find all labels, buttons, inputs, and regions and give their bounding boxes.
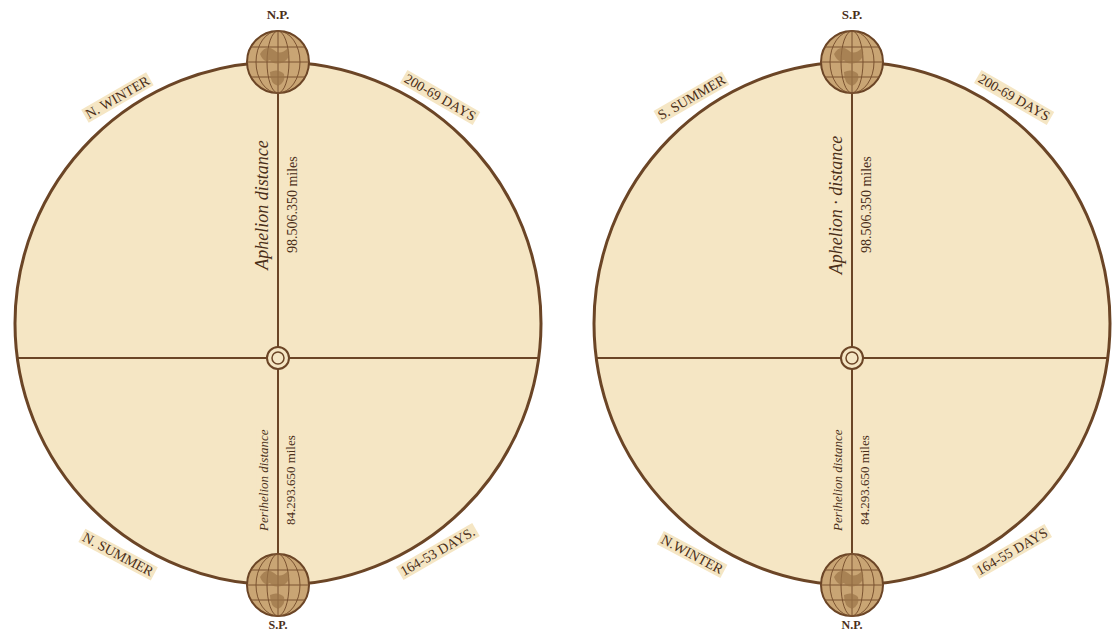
distance-value: 84.293.650 miles (858, 433, 872, 527)
pole-label: S.P. (267, 619, 290, 632)
distance-label: Aphelion · distance (827, 134, 847, 276)
distance-label: Perihelion distance (831, 427, 845, 532)
distance-value: 98.506.350 miles (858, 155, 873, 256)
days-label: 164-55 DAYS (972, 524, 1052, 579)
pole-label: N.P. (265, 8, 292, 22)
distance-label: Aphelion distance (253, 138, 273, 271)
orbit-right (594, 31, 1110, 616)
days-label: 164-53 DAYS. (396, 523, 479, 580)
distance-value: 98.506.350 miles (284, 155, 299, 256)
season-label: N. SUMMER (78, 529, 157, 581)
pole-label: N.P. (840, 619, 865, 632)
season-label: N.WINTER (657, 531, 728, 578)
season-label: S. SUMMER (654, 71, 731, 124)
days-label: 200-69 DAYS (400, 70, 480, 125)
season-label: N. WINTER (82, 73, 155, 124)
distance-label: Perihelion distance (257, 427, 271, 532)
orbit-left (15, 31, 541, 616)
pole-label: S.P. (840, 8, 864, 22)
distance-value: 84.293.650 miles (284, 433, 298, 527)
days-label: 200-69 DAYS (974, 70, 1054, 125)
